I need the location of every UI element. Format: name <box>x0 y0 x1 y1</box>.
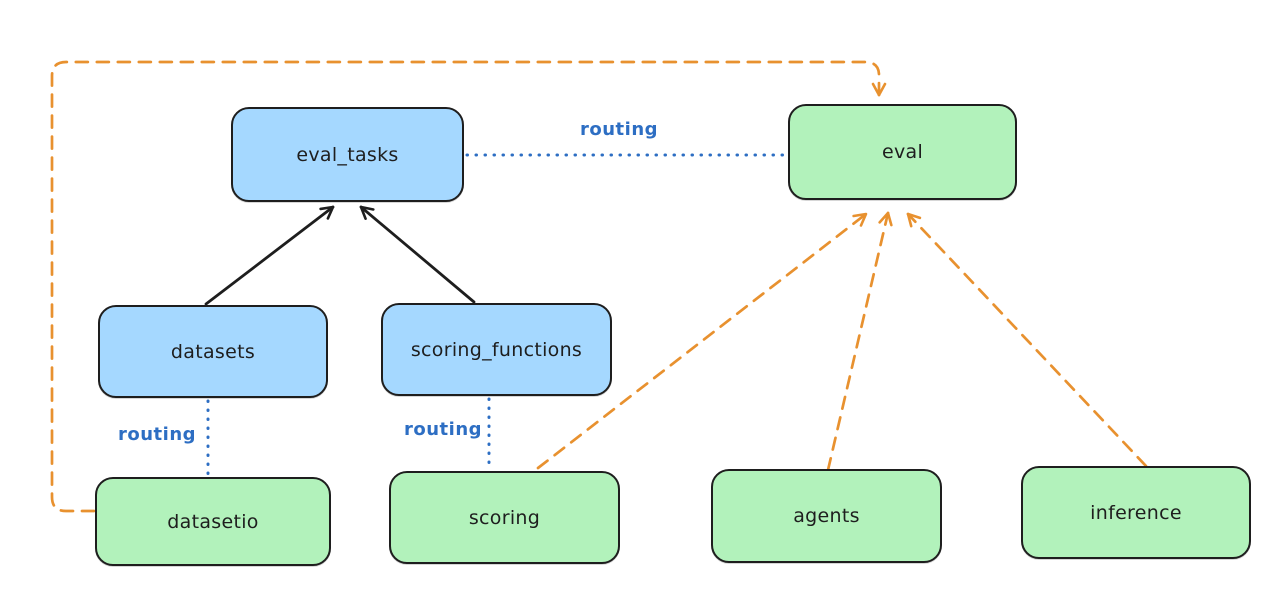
node-eval: eval <box>788 104 1017 200</box>
node-inference: inference <box>1021 466 1251 559</box>
node-scoring_functions-label: scoring_functions <box>410 338 583 361</box>
edge-scoring-to-eval <box>536 212 868 470</box>
node-datasetio-label: datasetio <box>167 510 259 533</box>
node-datasets: datasets <box>98 305 328 398</box>
routing-label-scoring_functions-scoring: routing <box>404 419 483 440</box>
node-inference-label: inference <box>1090 501 1182 524</box>
node-datasets-label: datasets <box>170 340 256 363</box>
node-agents-label: agents <box>793 505 860 527</box>
edge-scoring_functions-to-eval_tasks <box>359 205 476 304</box>
node-scoring_functions: scoring_functions <box>381 303 612 396</box>
node-scoring: scoring <box>389 471 620 564</box>
edge-agents-to-eval <box>826 211 893 472</box>
routing-label-eval_tasks-eval: routing <box>580 119 659 140</box>
node-eval_tasks-label: eval_tasks <box>296 143 399 166</box>
node-eval_tasks: eval_tasks <box>231 107 464 202</box>
edge-inference-to-eval <box>906 212 1148 468</box>
routing-label-datasets-datasetio: routing <box>118 424 197 445</box>
node-agents: agents <box>711 469 942 563</box>
edge-datasetio-to-eval <box>50 60 887 513</box>
node-eval-label: eval <box>881 141 924 163</box>
node-datasetio: datasetio <box>95 477 331 566</box>
node-scoring-label: scoring <box>468 506 541 529</box>
edge-datasets-to-eval_tasks <box>204 205 335 306</box>
